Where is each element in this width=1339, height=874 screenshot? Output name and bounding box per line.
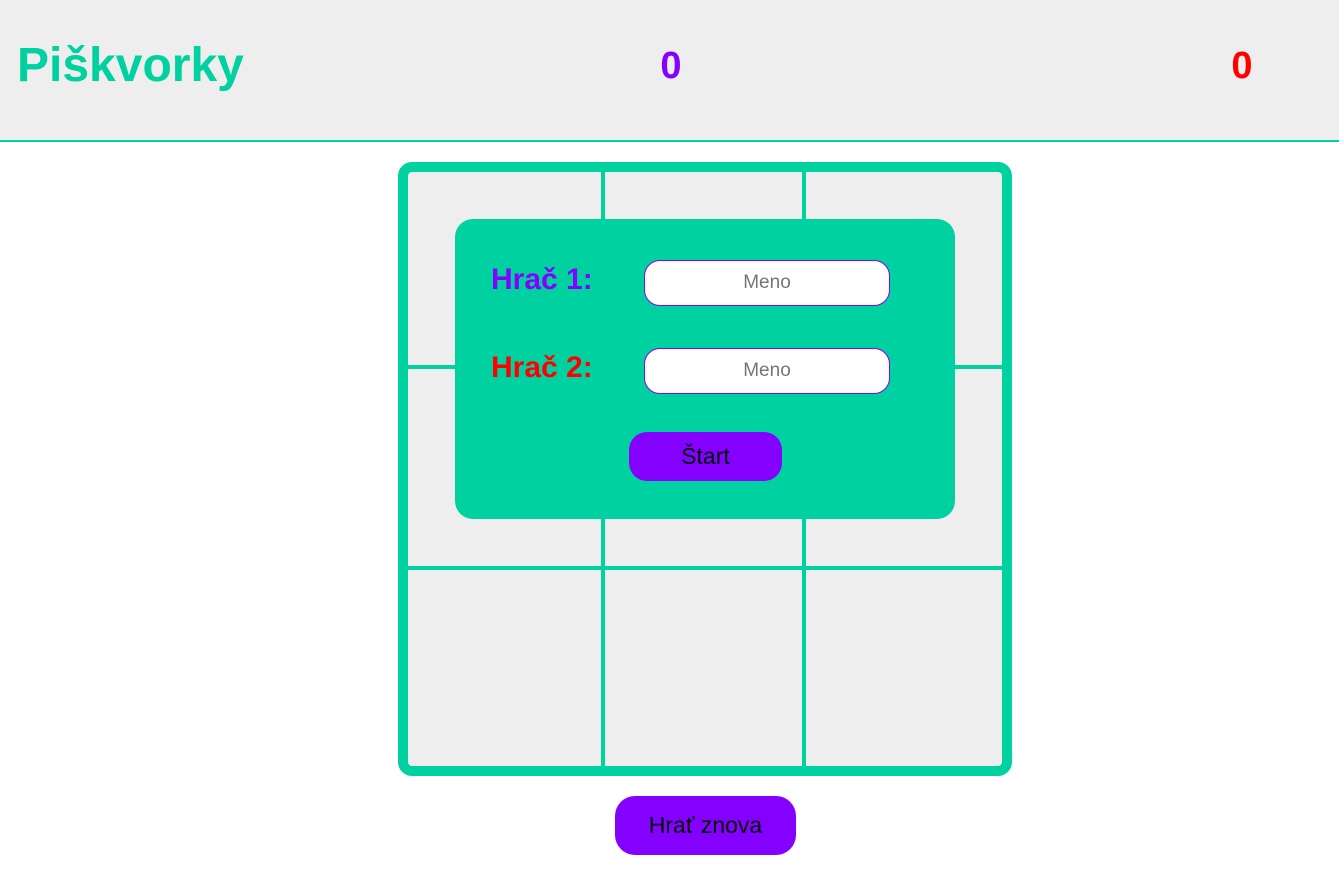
player1-score: 0 <box>660 45 682 87</box>
board-cell-8[interactable] <box>605 570 802 766</box>
board-cell-7[interactable] <box>408 570 601 766</box>
board-cell-9[interactable] <box>806 570 1002 766</box>
player-setup-dialog: Hrač 1: Hrač 2: Štart <box>455 219 955 519</box>
player1-label: Hrač 1: <box>491 263 593 296</box>
player2-score: 0 <box>1231 45 1253 87</box>
play-again-button[interactable]: Hrať znova <box>615 796 796 855</box>
player2-name-input[interactable] <box>644 348 890 394</box>
app-title: Piškvorky <box>17 39 244 92</box>
player2-label: Hrač 2: <box>491 351 593 384</box>
header-bar: Piškvorky 0 0 <box>0 0 1339 142</box>
start-button[interactable]: Štart <box>629 432 782 481</box>
player1-name-input[interactable] <box>644 260 890 306</box>
